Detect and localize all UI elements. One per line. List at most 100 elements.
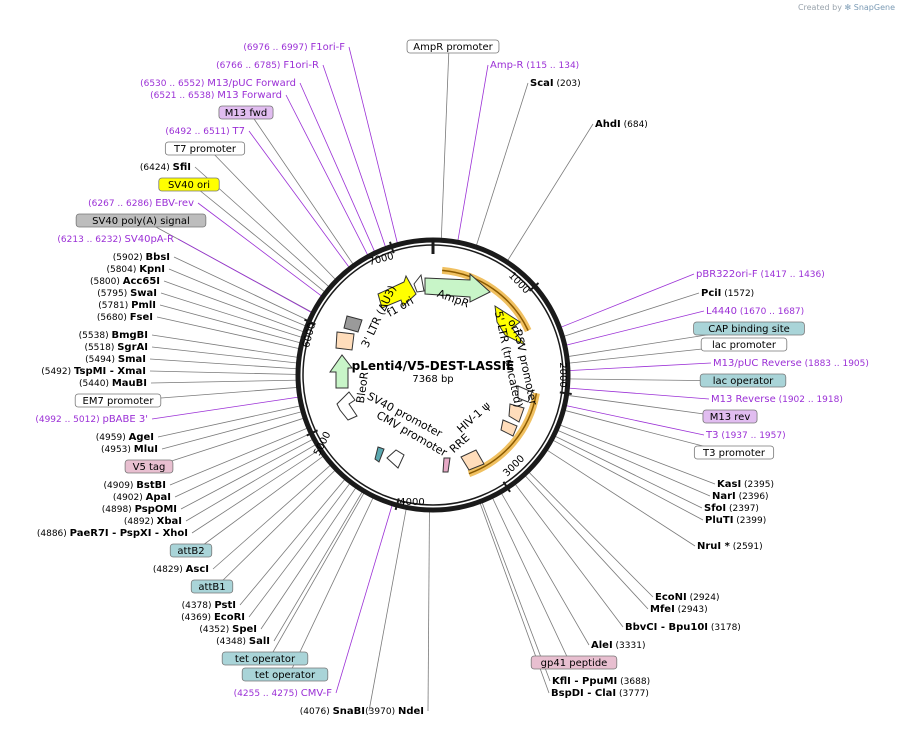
label-smai[interactable]: (5494) SmaI <box>85 354 146 365</box>
label-attb1[interactable]: attB1 <box>190 579 234 594</box>
label-t3[interactable]: T3 (1937 .. 1957) <box>705 430 786 441</box>
label-pcii-text: PciI (1572) <box>701 288 754 299</box>
label-sv40pa-r[interactable]: (6213 .. 6232) SV40pA-R <box>57 234 174 245</box>
label-nari[interactable]: NarI (2396) <box>712 491 769 502</box>
label-m13-puc-reverse[interactable]: M13/pUC Reverse (1883 .. 1905) <box>713 358 869 369</box>
leader-sv40pa-r <box>177 238 315 315</box>
label-alei[interactable]: AleI (3331) <box>591 640 645 651</box>
label-swai[interactable]: (5795) SwaI <box>97 288 157 299</box>
label-mlui[interactable]: (4953) MluI <box>101 444 158 455</box>
ruler-label: 2000 <box>557 362 568 387</box>
label-acc65i[interactable]: (5800) Acc65I <box>90 276 160 287</box>
plasmid-name: pLenti4/V5-DEST-LASSIE <box>352 359 515 373</box>
label-amp-r[interactable]: Amp-R (115 .. 134) <box>490 60 579 71</box>
label-tet-operator-box <box>221 651 309 666</box>
label-kpni[interactable]: (5804) KpnI <box>106 264 165 275</box>
label-m13-forward[interactable]: (6521 .. 6538) M13 Forward <box>150 90 282 101</box>
label-v5-tag[interactable]: V5 tag <box>124 459 174 474</box>
label-sgrai[interactable]: (5518) SgrAI <box>84 342 148 353</box>
label-fsei[interactable]: (5680) FseI <box>97 312 153 323</box>
label-cmv-f[interactable]: (4255 .. 4275) CMV-F <box>234 688 333 699</box>
label-tspmi[interactable]: (5492) TspMI - XmaI <box>41 366 146 377</box>
label-t7[interactable]: (6492 .. 6511) T7 <box>165 126 245 137</box>
label-bbvci[interactable]: BbvCI - Bpu10I (3178) <box>625 622 741 633</box>
label-t7-promoter-text: T7 promoter <box>173 144 237 155</box>
label-agei[interactable]: (4959) AgeI <box>96 432 154 443</box>
label-ahdi[interactable]: AhdI (684) <box>595 119 648 130</box>
label-tet-operator[interactable]: tet operator <box>221 651 309 666</box>
label-m13-fwd-text: M13 fwd <box>225 108 267 119</box>
label-ampr-promoter[interactable]: AmpR promoter <box>406 39 500 54</box>
label-attb2[interactable]: attB2 <box>169 543 213 558</box>
label-maubi[interactable]: (5440) MauBI <box>79 378 147 389</box>
label-xbai[interactable]: (4892) XbaI <box>124 516 182 527</box>
label-bspdi[interactable]: BspDI - ClaI (3777) <box>551 688 649 699</box>
peach-left <box>335 331 355 351</box>
label-pspomi[interactable]: (4898) PspOMI <box>102 504 177 515</box>
label-pluti[interactable]: PluTI (2399) <box>705 515 766 526</box>
leader-attb2 <box>194 453 327 552</box>
label-pbabe-3[interactable]: (4992 .. 5012) pBABE 3' <box>35 414 148 425</box>
label-ebv-rev[interactable]: (6267 .. 6286) EBV-rev <box>88 198 194 209</box>
label-m13-puc-forward[interactable]: (6530 .. 6552) M13/pUC Forward <box>140 78 296 89</box>
leader-m13-rev <box>564 394 727 418</box>
leader-smai <box>149 358 301 370</box>
label-f1ori-f[interactable]: (6976 .. 6997) F1ori-F <box>243 42 345 53</box>
label-f1ori-r[interactable]: (6766 .. 6785) F1ori-R <box>216 60 319 71</box>
label-gp41-peptide[interactable]: gp41 peptide <box>530 655 618 670</box>
label-pcii[interactable]: PciI (1572) <box>701 288 754 299</box>
leader-kasi <box>556 423 716 485</box>
label-mfei[interactable]: MfeI (2943) <box>650 604 708 615</box>
label-econi[interactable]: EcoNI (2924) <box>655 592 720 603</box>
label-m13-fwd[interactable]: M13 fwd <box>218 105 274 120</box>
label-swai-text: (5795) SwaI <box>97 288 157 299</box>
label-pspomi-text: (4898) PspOMI <box>102 504 177 515</box>
label-snabi[interactable]: (4076) SnaBI <box>300 706 365 717</box>
label-sv40-ori-box <box>158 177 220 192</box>
label-sali[interactable]: (4348) SalI <box>216 636 270 647</box>
label-sfoi[interactable]: SfoI (2397) <box>704 503 759 514</box>
label-ndei[interactable]: (3970) NdeI <box>365 706 424 717</box>
leader-ebv-rev <box>197 202 325 299</box>
label-pbr322ori-f[interactable]: pBR322ori-F (1417 .. 1436) <box>696 269 825 280</box>
ruler-tick <box>389 241 395 254</box>
label-em7-promoter[interactable]: EM7 promoter <box>74 393 162 408</box>
label-cap-binding-site[interactable]: CAP binding site <box>693 321 805 336</box>
label-t3-promoter[interactable]: T3 promoter <box>693 445 775 460</box>
label-spei[interactable]: (4352) SpeI <box>199 624 257 635</box>
label-m13-reverse[interactable]: M13 Reverse (1902 .. 1918) <box>711 394 843 405</box>
label-m13-fwd-box <box>218 105 274 120</box>
label-l4440[interactable]: L4440 (1670 .. 1687) <box>706 306 804 317</box>
label-lac-promoter[interactable]: lac promoter <box>700 337 788 352</box>
label-lac-operator[interactable]: lac operator <box>699 373 787 388</box>
label-nrui[interactable]: NruI * (2591) <box>697 541 763 552</box>
label-kfli[interactable]: KflI - PpuMI (3688) <box>552 676 650 687</box>
leader-m13-puc-forward <box>299 82 377 255</box>
label-bstbi[interactable]: (4909) BstBI <box>104 480 167 491</box>
label-pmli[interactable]: (5781) PmlI <box>98 300 156 311</box>
label-t7-promoter[interactable]: T7 promoter <box>164 141 246 156</box>
label-scai[interactable]: ScaI (203) <box>530 78 581 89</box>
label-lac-promoter-box <box>700 337 788 352</box>
leader-sali <box>273 488 365 642</box>
label-bmgbi[interactable]: (5538) BmgBI <box>79 330 148 341</box>
ruler-label: 6000 <box>301 322 318 349</box>
lower-orange-arc-outline <box>468 393 538 475</box>
label-m13-rev[interactable]: M13 rev <box>702 409 758 424</box>
ruler-tick <box>304 318 316 326</box>
ampr-arrow <box>424 272 491 303</box>
leader-pcii <box>560 292 700 338</box>
label-kasi[interactable]: KasI (2395) <box>717 479 774 490</box>
leader-pbr322ori-f <box>557 273 695 329</box>
label-sfii[interactable]: (6424) SfiI <box>140 162 191 173</box>
label-psti[interactable]: (4378) PstI <box>182 600 236 611</box>
label-tet-operator-box <box>241 667 329 682</box>
label-paer7i[interactable]: (4886) PaeR7I - PspXI - XhoI <box>37 528 188 539</box>
label-tet-operator[interactable]: tet operator <box>241 667 329 682</box>
label-bbsi[interactable]: (5902) BbsI <box>113 252 170 263</box>
label-sv40-ori[interactable]: SV40 ori <box>158 177 220 192</box>
label-apai[interactable]: (4902) ApaI <box>113 492 171 503</box>
label-asci[interactable]: (4829) AscI <box>153 564 209 575</box>
label-sv40-poly-a-signal[interactable]: SV40 poly(A) signal <box>75 213 207 228</box>
label-ecori[interactable]: (4369) EcoRI <box>181 612 245 623</box>
